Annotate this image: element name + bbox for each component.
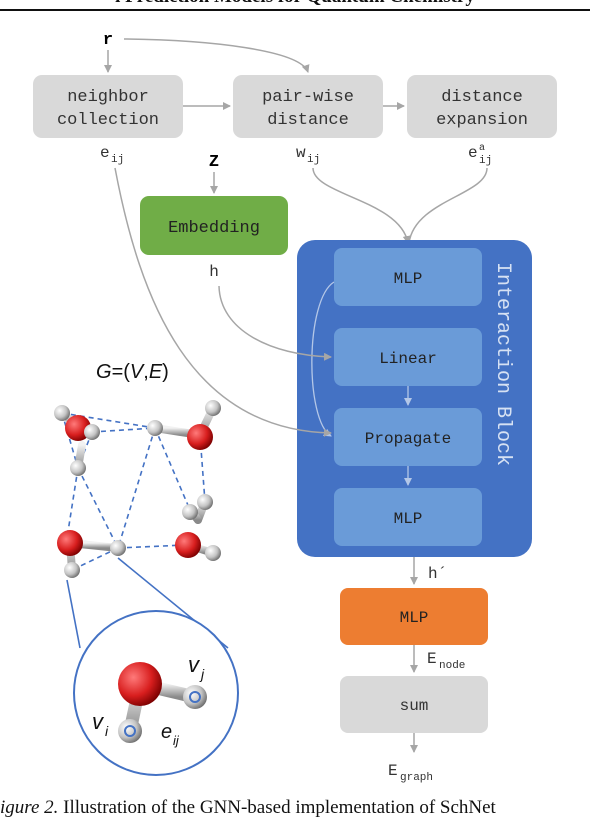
zoom-hydrogen-atom-j bbox=[183, 685, 207, 709]
caption-text: Illustration of the GNN-based implementa… bbox=[58, 797, 496, 818]
svg-text:v: v bbox=[188, 652, 201, 677]
zoom-oxygen-atom bbox=[118, 662, 162, 706]
distance-expansion-box bbox=[407, 75, 557, 138]
ea-ij-label: e a ij bbox=[468, 143, 492, 167]
vertex-marker-i bbox=[124, 725, 136, 737]
mlp-top-box bbox=[334, 248, 482, 306]
svg-text:graph: graph bbox=[400, 772, 433, 784]
neighbor-collection-box bbox=[33, 75, 183, 138]
arrow-h-to-linear bbox=[218, 285, 332, 361]
mlp-bottom-label: MLP bbox=[394, 510, 423, 528]
oxygen-atom bbox=[175, 532, 201, 558]
linear-box bbox=[334, 328, 482, 386]
hydrogen-atom bbox=[205, 400, 221, 416]
svg-text:v: v bbox=[92, 709, 105, 734]
sum-box bbox=[340, 676, 488, 733]
hydrogen-atom bbox=[84, 424, 100, 440]
hydrogen-atom bbox=[147, 420, 163, 436]
mlp-output-label: MLP bbox=[400, 609, 429, 627]
svg-text:a: a bbox=[479, 143, 485, 154]
neighbor-label-2: collection bbox=[57, 111, 159, 130]
e-ij-label: e ij bbox=[100, 144, 124, 166]
hydrogen-atom bbox=[110, 540, 126, 556]
pairwise-label-2: distance bbox=[267, 111, 349, 130]
neighbor-label-1: neighbor bbox=[67, 88, 149, 107]
caption-figure-label: igure 2. bbox=[0, 797, 59, 818]
header-rule bbox=[0, 9, 590, 11]
svg-text:w: w bbox=[296, 144, 306, 162]
hydrogen-atom bbox=[64, 562, 80, 578]
hydrogen-atom bbox=[54, 405, 70, 421]
page-header: l Prediction Models for Quantum Chemistr… bbox=[0, 0, 590, 8]
w-ij-label: w ij bbox=[296, 144, 320, 166]
expansion-label-1: distance bbox=[441, 88, 523, 107]
svg-text:j: j bbox=[199, 666, 205, 682]
h-prime-label: h´ bbox=[428, 565, 447, 583]
svg-text:e: e bbox=[100, 144, 110, 162]
h-label: h bbox=[209, 263, 219, 281]
water-molecules bbox=[54, 400, 221, 578]
svg-text:ij: ij bbox=[111, 154, 124, 166]
svg-text:E: E bbox=[427, 650, 437, 668]
mlp-bottom-box bbox=[334, 488, 482, 546]
sum-label: sum bbox=[400, 697, 429, 715]
propagate-box bbox=[334, 408, 482, 466]
e-node-label: E node bbox=[427, 650, 465, 672]
vertex-marker-j bbox=[189, 691, 201, 703]
graph-title: G=(V,E) bbox=[96, 361, 169, 383]
z-label: Z bbox=[209, 153, 219, 172]
svg-text:E: E bbox=[388, 762, 398, 780]
embedding-box bbox=[140, 196, 288, 255]
r-label: r bbox=[103, 31, 113, 50]
oxygen-atom bbox=[57, 530, 83, 556]
hydrogen-atom bbox=[70, 460, 86, 476]
arrow-r-to-pairwise bbox=[123, 38, 310, 73]
pairwise-label-1: pair-wise bbox=[262, 88, 354, 107]
hydrogen-atom bbox=[205, 545, 221, 561]
svg-text:node: node bbox=[439, 660, 465, 672]
svg-text:i: i bbox=[105, 723, 109, 739]
arrow-mlp-to-propagate bbox=[311, 281, 335, 437]
interaction-block-title: Interaction Block bbox=[491, 262, 514, 466]
mlp-output-box bbox=[340, 588, 488, 645]
zoomed-molecule bbox=[118, 662, 207, 743]
interaction-block bbox=[297, 240, 532, 557]
arrow-wij-to-mlp bbox=[312, 167, 411, 244]
eij-label: e ij bbox=[161, 721, 180, 748]
vi-label: v i bbox=[92, 709, 109, 739]
zoom-hydrogen-atom-i bbox=[118, 719, 142, 743]
arrow-eij-to-propagate bbox=[114, 167, 332, 437]
vj-label: v j bbox=[188, 652, 205, 682]
arrow-eaij-to-mlp bbox=[408, 167, 488, 244]
linear-label: Linear bbox=[379, 350, 437, 368]
svg-text:e: e bbox=[161, 721, 172, 743]
hydrogen-atom bbox=[182, 504, 198, 520]
oxygen-atom bbox=[187, 424, 213, 450]
propagate-label: Propagate bbox=[365, 430, 451, 448]
input-r: r bbox=[103, 31, 113, 50]
svg-text:ij: ij bbox=[307, 154, 320, 166]
figure-caption: igure 2. Illustration of the GNN-based i… bbox=[0, 797, 590, 819]
svg-text:ij: ij bbox=[173, 733, 180, 748]
svg-text:e: e bbox=[468, 144, 478, 162]
embedding-label: Embedding bbox=[168, 219, 260, 238]
expansion-label-2: expansion bbox=[436, 111, 528, 130]
mlp-top-label: MLP bbox=[394, 270, 423, 288]
pairwise-distance-box bbox=[233, 75, 383, 138]
svg-text:ij: ij bbox=[479, 155, 492, 167]
hydrogen-atom bbox=[197, 494, 213, 510]
zoom-line-left bbox=[66, 579, 81, 649]
e-graph-label: E graph bbox=[388, 762, 433, 784]
svg-text:G=(V,E): G=(V,E) bbox=[96, 361, 169, 383]
